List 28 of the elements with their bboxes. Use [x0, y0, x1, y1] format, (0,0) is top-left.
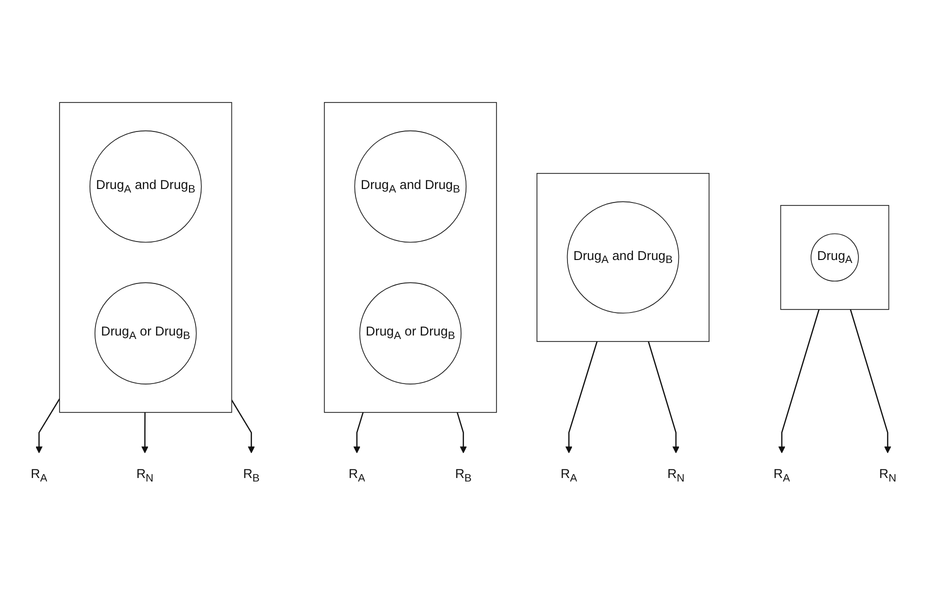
arrow — [35, 398, 60, 454]
node-circle: Drug$_{A}$ and Drug$_{B}$ — [354, 130, 467, 243]
node-circle: Drug$_{A}$ or Drug$_{B}$ — [359, 282, 462, 385]
arrow — [778, 309, 820, 454]
arrow — [353, 412, 364, 454]
arrow — [648, 341, 680, 454]
cluster — [536, 173, 710, 342]
node-circle: Drug$_{A}$ and Drug$_{B}$ — [90, 130, 202, 243]
cluster — [59, 102, 232, 413]
node-text: R$_{A}$ — [348, 468, 366, 484]
arrow — [231, 400, 255, 454]
arrow — [850, 309, 892, 454]
node-text: R$_{B}$ — [455, 468, 472, 484]
node-text: R$_{A}$ — [774, 468, 790, 484]
node-text: R$_{B}$ — [243, 468, 260, 484]
node-circle: Drug$_{A}$ — [810, 233, 859, 282]
arrow — [141, 412, 148, 454]
arrow — [456, 412, 467, 454]
node-text: R$_{N}$ — [667, 468, 685, 484]
arrow — [565, 341, 598, 454]
node-text: R$_{A}$ — [560, 468, 578, 484]
cluster — [780, 205, 890, 310]
node-text: R$_{N}$ — [879, 468, 896, 484]
cluster — [324, 102, 497, 413]
node-circle: Drug$_{A}$ and Drug$_{B}$ — [566, 201, 680, 314]
node-text: R$_{N}$ — [136, 468, 154, 484]
node-circle: Drug$_{A}$ or Drug$_{B}$ — [94, 282, 197, 385]
node-text: R$_{A}$ — [30, 468, 48, 484]
